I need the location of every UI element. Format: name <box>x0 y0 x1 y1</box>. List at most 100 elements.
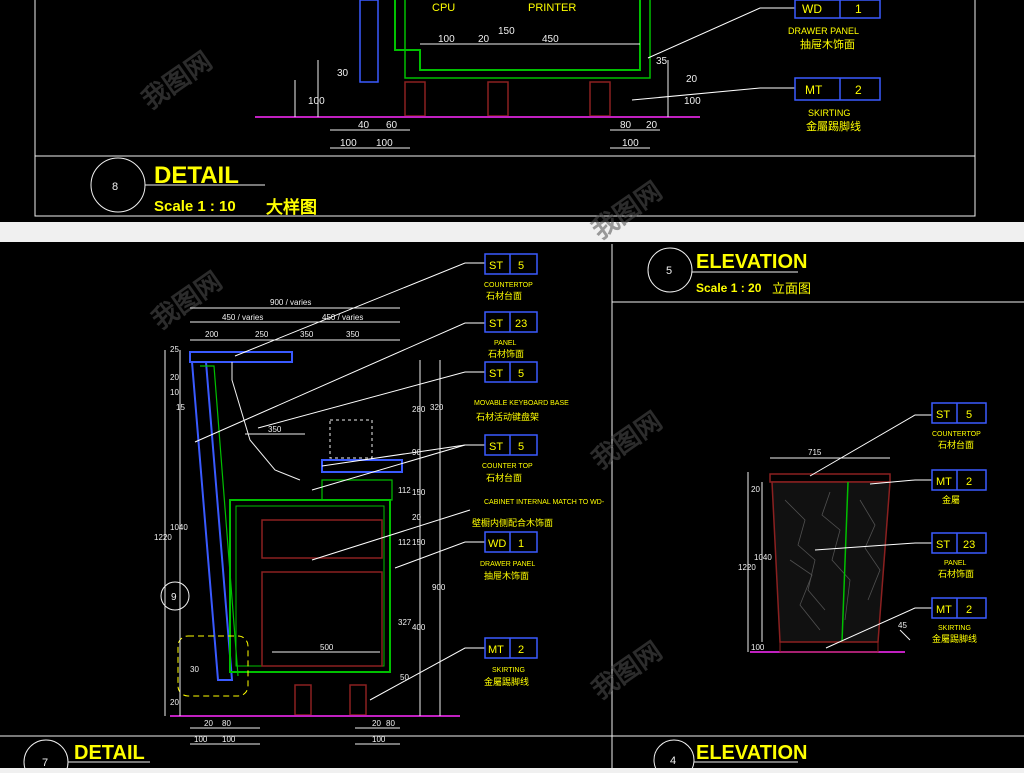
title-scale: Scale 1 : 20 <box>696 281 762 295</box>
dim-label: 100 <box>751 643 765 652</box>
dim-label: 1220 <box>154 533 172 542</box>
detail-7-title: 7 DETAIL <box>23 739 150 773</box>
tag-english: SKIRTING <box>938 625 971 632</box>
tag-chinese: 石材台面 <box>486 472 522 483</box>
dim-label: 100 <box>438 34 455 45</box>
dim-label: 900 / varies <box>270 298 311 307</box>
detail-7-drawing: 9 900 / varies 450 / varies 450 / varies… <box>23 253 605 773</box>
note-chinese: 壁橱内侧配合木饰面 <box>472 517 553 528</box>
tag-wd-1-drawer: WD 1 DRAWER PANEL 抽屉木饰面 <box>480 531 538 581</box>
tag-chinese: 抽屉木饰面 <box>484 570 529 581</box>
tag-code: ST <box>489 318 503 330</box>
dim-label: 20 <box>646 120 658 131</box>
dim-label: 400 <box>412 623 426 632</box>
tag-number: 5 <box>518 441 524 453</box>
dim-label: 200 <box>205 330 219 339</box>
title-number: 4 <box>670 755 676 767</box>
tag-mt-2-skirting: MT 2 SKIRTING 金屬踢脚线 <box>931 597 987 644</box>
tag-wd-1: WD 1 DRAWER PANEL 抽屉木饰面 <box>788 0 881 51</box>
dimension-lines <box>294 43 669 149</box>
cpu-label: CPU <box>432 2 455 14</box>
tag-code: ST <box>936 409 950 421</box>
top-dims: 100 20 150 450 30 100 35 20 100 40 60 10… <box>308 26 701 149</box>
dim-label: 327 <box>398 618 412 627</box>
title-scale-cn: 大样图 <box>266 197 317 217</box>
tag-number: 5 <box>966 409 972 421</box>
dim-label: 350 <box>346 330 360 339</box>
dim-label: 500 <box>320 643 334 652</box>
title-scale-cn: 立面图 <box>772 281 811 296</box>
dim-label: 150 <box>412 538 426 547</box>
dim-label: 900 <box>432 583 446 592</box>
dim-label: 715 <box>808 448 822 457</box>
dim-label: 100 <box>308 96 325 107</box>
dim-label: 50 <box>400 673 409 682</box>
dim-label: 100 <box>376 138 393 149</box>
skirting-strip <box>779 641 879 653</box>
title-number: 7 <box>42 757 48 768</box>
tag-chinese: 金屬踢脚线 <box>932 633 977 644</box>
dim-label: 100 <box>684 96 701 107</box>
top-detail-drawing: 100 20 150 450 30 100 35 20 100 40 60 10… <box>90 0 881 217</box>
cabinet-outline <box>394 0 641 71</box>
detail-8-title: 8 DETAIL Scale 1 : 10 大样图 <box>90 157 317 217</box>
cabinet-body <box>229 499 391 673</box>
tag-english: COUNTER TOP <box>482 463 533 470</box>
dim-label: 250 <box>255 330 269 339</box>
dim-label: 10 <box>170 388 179 397</box>
tag-english: SKIRTING <box>492 667 525 674</box>
dim-label: 1220 <box>738 563 756 572</box>
title-name: DETAIL <box>154 162 239 189</box>
tag-code: WD <box>488 538 506 550</box>
title-name: ELEVATION <box>696 742 807 764</box>
tag-english: MOVABLE KEYBOARD BASE <box>474 400 569 407</box>
stone-veining <box>784 491 881 631</box>
equipment-outline <box>329 419 373 459</box>
shelf-box <box>321 479 393 501</box>
tag-st-23-panel: ST 23 PANEL 石材饰面 <box>931 532 987 579</box>
dim-label: 150 <box>412 488 426 497</box>
dim-label: 100 <box>222 735 236 744</box>
dimension-lines <box>164 307 441 745</box>
panel-joint <box>841 481 849 643</box>
elevation-4-title: 4 ELEVATION <box>653 739 807 773</box>
dim-label: 30 <box>337 68 349 79</box>
tag-number: 5 <box>518 368 524 380</box>
note-cabinet-internal: CABINET INTERNAL MATCH TO WD- 壁橱内侧配合木饰面 <box>472 499 605 528</box>
tag-code: ST <box>489 441 503 453</box>
dim-label: 112 <box>398 538 411 547</box>
tag-english: COUNTERTOP <box>484 282 533 289</box>
dim-label: 20 <box>372 719 381 728</box>
title-scale: Scale 1 : 10 <box>154 198 236 215</box>
drawer-lower <box>261 571 383 667</box>
tag-number: 23 <box>515 318 527 330</box>
dim-label: 80 <box>386 719 395 728</box>
tag-chinese: 抽屉木饰面 <box>800 37 855 51</box>
cabinet-outline-outer <box>404 0 651 79</box>
dim-label: 20 <box>478 34 490 45</box>
dim-label: 20 <box>751 485 760 494</box>
tag-st-5-countertop: ST 5 COUNTERTOP 石材台面 <box>484 253 538 301</box>
tag-number: 2 <box>518 644 524 656</box>
tag-mt-2: MT 2 SKIRTING 金屬踢脚线 <box>794 77 881 133</box>
tag-number: 1 <box>855 2 862 16</box>
dim-label: 25 <box>170 345 179 354</box>
tag-chinese: 金屬踢脚线 <box>806 119 861 133</box>
tag-st-23-panel: ST 23 PANEL 石材饰面 <box>484 311 538 359</box>
tag-chinese: 石材活动键盘架 <box>476 411 539 422</box>
dim-label: 20 <box>204 719 213 728</box>
dim-label: 1040 <box>170 523 188 532</box>
drawer-upper <box>261 519 383 559</box>
elevation-5-title: 5 ELEVATION Scale 1 : 20 立面图 <box>647 247 811 296</box>
callout-bubble <box>160 581 190 611</box>
tag-chinese: 石材台面 <box>486 290 522 301</box>
dim-label: 112 <box>398 486 411 495</box>
tag-code: ST <box>936 539 950 551</box>
tag-chinese: 石材饰面 <box>938 568 974 579</box>
tag-st-5-keyboard: ST 5 MOVABLE KEYBOARD BASE 石材活动键盘架 <box>474 361 569 422</box>
elevation-5-drawing: 5 ELEVATION Scale 1 : 20 立面图 715 20 1220 <box>647 247 987 653</box>
tag-st-5-countertop: ST 5 COUNTERTOP 石材台面 <box>931 402 987 450</box>
dim-label: 100 <box>340 138 357 149</box>
tag-mt-2-skirting: MT 2 SKIRTING 金屬踢脚线 <box>484 637 538 687</box>
